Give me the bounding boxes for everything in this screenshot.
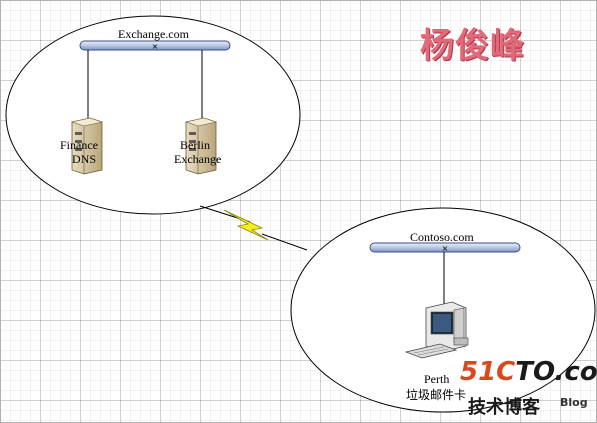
server-icon	[184, 117, 218, 175]
exchange-domain-label: Exchange.com	[118, 27, 189, 41]
finance-server-name: Finance	[60, 138, 98, 152]
site-logo-subtitle: 技术博客	[468, 397, 540, 418]
svg-text:×: ×	[442, 244, 449, 253]
server-icon	[70, 117, 104, 175]
berlin-server-role: Exchange	[174, 152, 222, 166]
contoso-bus: ×	[369, 242, 521, 253]
site-logo-right: TO.com	[515, 357, 597, 387]
workstation-icon	[404, 301, 469, 359]
svg-text:×: ×	[152, 42, 159, 51]
perth-workstation-role: 垃圾邮件卡	[406, 388, 467, 402]
finance-server-role: DNS	[72, 152, 97, 166]
berlin-server-name: Berlin	[180, 138, 210, 152]
lightning-bolt-icon	[199, 205, 308, 251]
author-watermark: 杨俊峰	[420, 26, 525, 66]
contoso-domain-label: Contoso.com	[410, 230, 474, 244]
exchange-bus: ×	[79, 40, 231, 51]
site-logo: 51CTO.com	[460, 357, 597, 387]
perth-workstation-name: Perth	[424, 372, 450, 386]
site-logo-left: 51C	[460, 357, 516, 387]
site-logo-blog: Blog	[560, 396, 588, 409]
